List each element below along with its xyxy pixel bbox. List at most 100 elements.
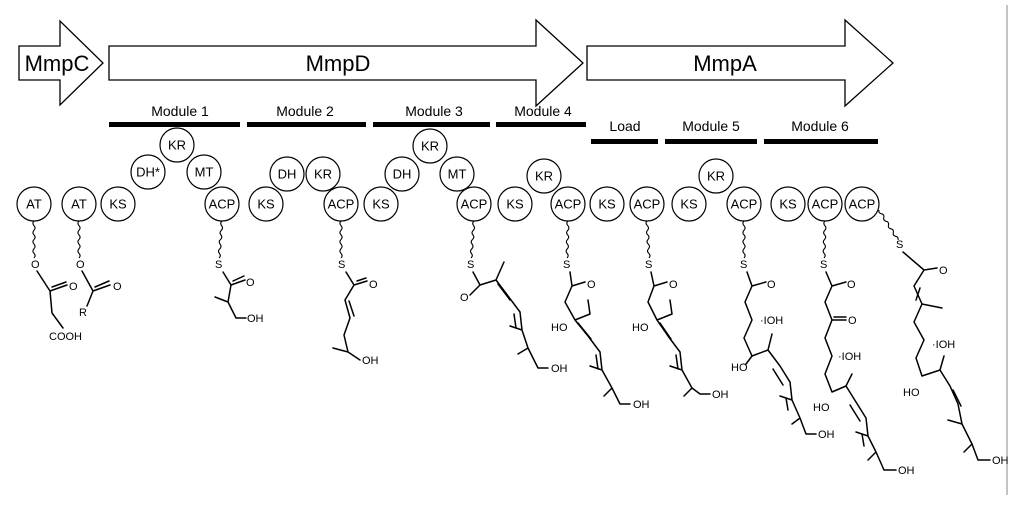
domain-circle	[305, 156, 341, 192]
module-5: Module 5	[665, 118, 757, 144]
module-bar	[496, 122, 586, 127]
gene-arrow-mmpc: MmpC	[18, 19, 104, 107]
domain-ks: KS	[100, 186, 136, 222]
domain-acp: ACP	[844, 186, 880, 222]
chemical-structures: O O COOH O O R S O OH S O OH	[31, 239, 1009, 477]
domain-circle	[526, 158, 562, 194]
domain-label: ACP	[849, 197, 876, 212]
domain-ks: KS	[770, 186, 806, 222]
svg-text:·IOH: ·IOH	[838, 351, 861, 363]
tether-line	[645, 220, 651, 259]
svg-text:OH: OH	[551, 363, 568, 375]
tether-line	[742, 220, 746, 259]
svg-text:O: O	[587, 279, 596, 291]
domain-mt: MT	[439, 156, 475, 192]
domain-kr: KR	[305, 156, 341, 192]
domain-label: ACP	[209, 197, 236, 212]
svg-text:·IOH: ·IOH	[932, 339, 955, 351]
domain-acp: ACP	[456, 186, 492, 222]
module-2: Module 2	[247, 103, 366, 127]
gene-label-mmpd: MmpD	[306, 51, 371, 76]
domain-circle	[698, 158, 734, 194]
domain-circle	[130, 154, 166, 190]
svg-text:O: O	[847, 279, 856, 291]
domain-kr: KR	[412, 128, 448, 164]
svg-text:S: S	[820, 259, 827, 271]
domain-label: KS	[598, 197, 616, 212]
domain-dh: DH*	[130, 154, 166, 190]
tether-line	[822, 220, 827, 259]
tether-line	[469, 220, 476, 259]
svg-text:HO: HO	[551, 322, 568, 334]
module-6-product-a: S O O ·IOH HO OH	[813, 259, 915, 477]
svg-text:COOH: COOH	[49, 331, 82, 343]
module-4-product: S O HO OH	[551, 259, 650, 411]
domain-circle	[384, 156, 420, 192]
domain-label: DH	[278, 167, 297, 182]
domain-circle	[186, 154, 222, 190]
svg-text:HO: HO	[813, 402, 830, 414]
domain-label: KS	[372, 197, 390, 212]
domain-label: DH	[393, 167, 412, 182]
svg-text:HO: HO	[731, 362, 748, 374]
domain-label: AT	[26, 197, 42, 212]
module-bar	[247, 122, 366, 127]
tether-line	[339, 220, 343, 259]
domain-circle	[497, 186, 533, 222]
domain-circle	[770, 186, 806, 222]
malonyl-structure: O O COOH	[31, 259, 82, 343]
module-label: Module 3	[405, 103, 463, 119]
svg-text:O: O	[246, 277, 255, 289]
svg-text:O: O	[31, 259, 40, 271]
svg-text:OH: OH	[818, 429, 835, 441]
domain-label: KR	[535, 169, 553, 184]
module-5-product: S O ·IOH HO OH	[731, 259, 835, 441]
domain-ks: KS	[671, 186, 707, 222]
svg-text:S: S	[338, 259, 345, 271]
svg-text:O: O	[669, 279, 678, 291]
domain-ks: KS	[497, 186, 533, 222]
svg-text:O: O	[76, 259, 85, 271]
module-load: Load	[591, 118, 658, 144]
domain-kr: KR	[698, 158, 734, 194]
svg-text:O: O	[460, 292, 469, 304]
svg-text:O: O	[369, 279, 378, 291]
svg-text:O: O	[848, 315, 857, 327]
domain-circle	[589, 186, 625, 222]
module-bar	[591, 139, 658, 144]
domain-dh: DH	[269, 156, 305, 192]
gene-label-mmpa: MmpA	[693, 51, 757, 76]
module-1: Module 1	[109, 103, 240, 127]
domain-circle	[248, 186, 284, 222]
svg-text:OH: OH	[633, 399, 650, 411]
domain-label: MT	[448, 167, 467, 182]
svg-text:S: S	[645, 259, 652, 271]
tether-line	[77, 220, 81, 259]
module-label: Module 4	[514, 103, 572, 119]
domain-mt: MT	[186, 154, 222, 190]
domain-circle	[412, 128, 448, 164]
tether-line	[565, 220, 570, 259]
tether-line	[32, 220, 36, 259]
domain-circle	[363, 186, 399, 222]
module-6: Module 6	[764, 118, 878, 144]
domain-circle	[844, 186, 880, 222]
domain-ks: KS	[248, 186, 284, 222]
domain-kr: KR	[159, 127, 195, 163]
domain-label: KR	[168, 138, 186, 153]
domain-acp: ACP	[550, 186, 586, 222]
domain-label: AT	[71, 197, 87, 212]
domain-label: ACP	[328, 197, 355, 212]
extender-r-structure: O O R	[76, 259, 122, 319]
svg-text:R: R	[79, 307, 87, 319]
domain-label: ACP	[812, 197, 839, 212]
domain-label: KS	[680, 197, 698, 212]
module-label: Module 6	[791, 118, 849, 134]
module-label: Module 1	[151, 103, 209, 119]
svg-text:OH: OH	[712, 389, 729, 401]
domain-label: KS	[257, 197, 275, 212]
domain-label: KR	[421, 139, 439, 154]
module-2-product: S O OH	[332, 259, 379, 367]
